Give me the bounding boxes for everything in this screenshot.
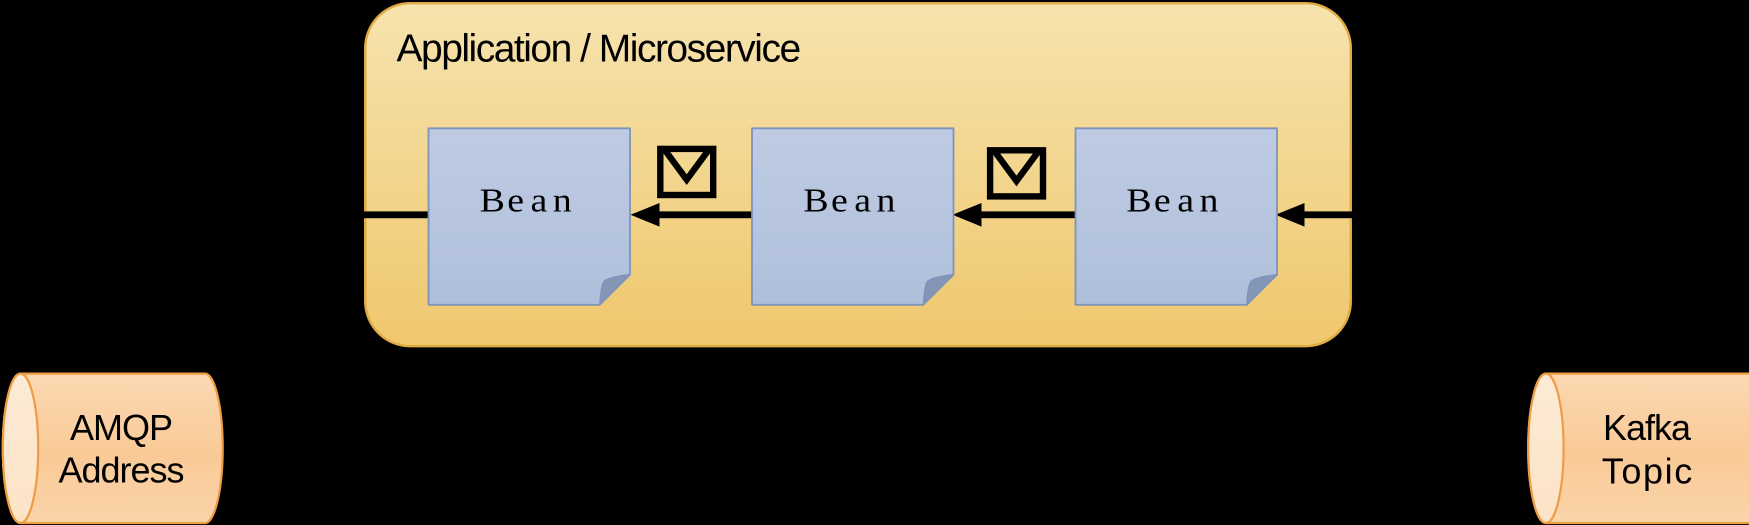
svg-text:n: n bbox=[1200, 182, 1219, 219]
svg-text:e: e bbox=[1154, 182, 1171, 219]
svg-text:e: e bbox=[831, 182, 848, 219]
svg-text:a: a bbox=[1177, 182, 1194, 219]
svg-text:Kafka: Kafka bbox=[1603, 407, 1692, 448]
svg-text:Application / Microservice: Application / Microservice bbox=[397, 27, 800, 70]
svg-text:B: B bbox=[803, 182, 828, 219]
svg-text:B: B bbox=[1126, 182, 1151, 219]
svg-text:B: B bbox=[480, 182, 505, 219]
svg-text:e: e bbox=[507, 182, 524, 219]
svg-text:a: a bbox=[854, 182, 871, 219]
svg-text:Topic: Topic bbox=[1602, 451, 1694, 492]
svg-text:AMQP: AMQP bbox=[70, 407, 172, 448]
svg-text:n: n bbox=[877, 182, 896, 219]
svg-text:a: a bbox=[530, 182, 547, 219]
svg-text:n: n bbox=[553, 182, 572, 219]
svg-text:Address: Address bbox=[58, 450, 183, 491]
